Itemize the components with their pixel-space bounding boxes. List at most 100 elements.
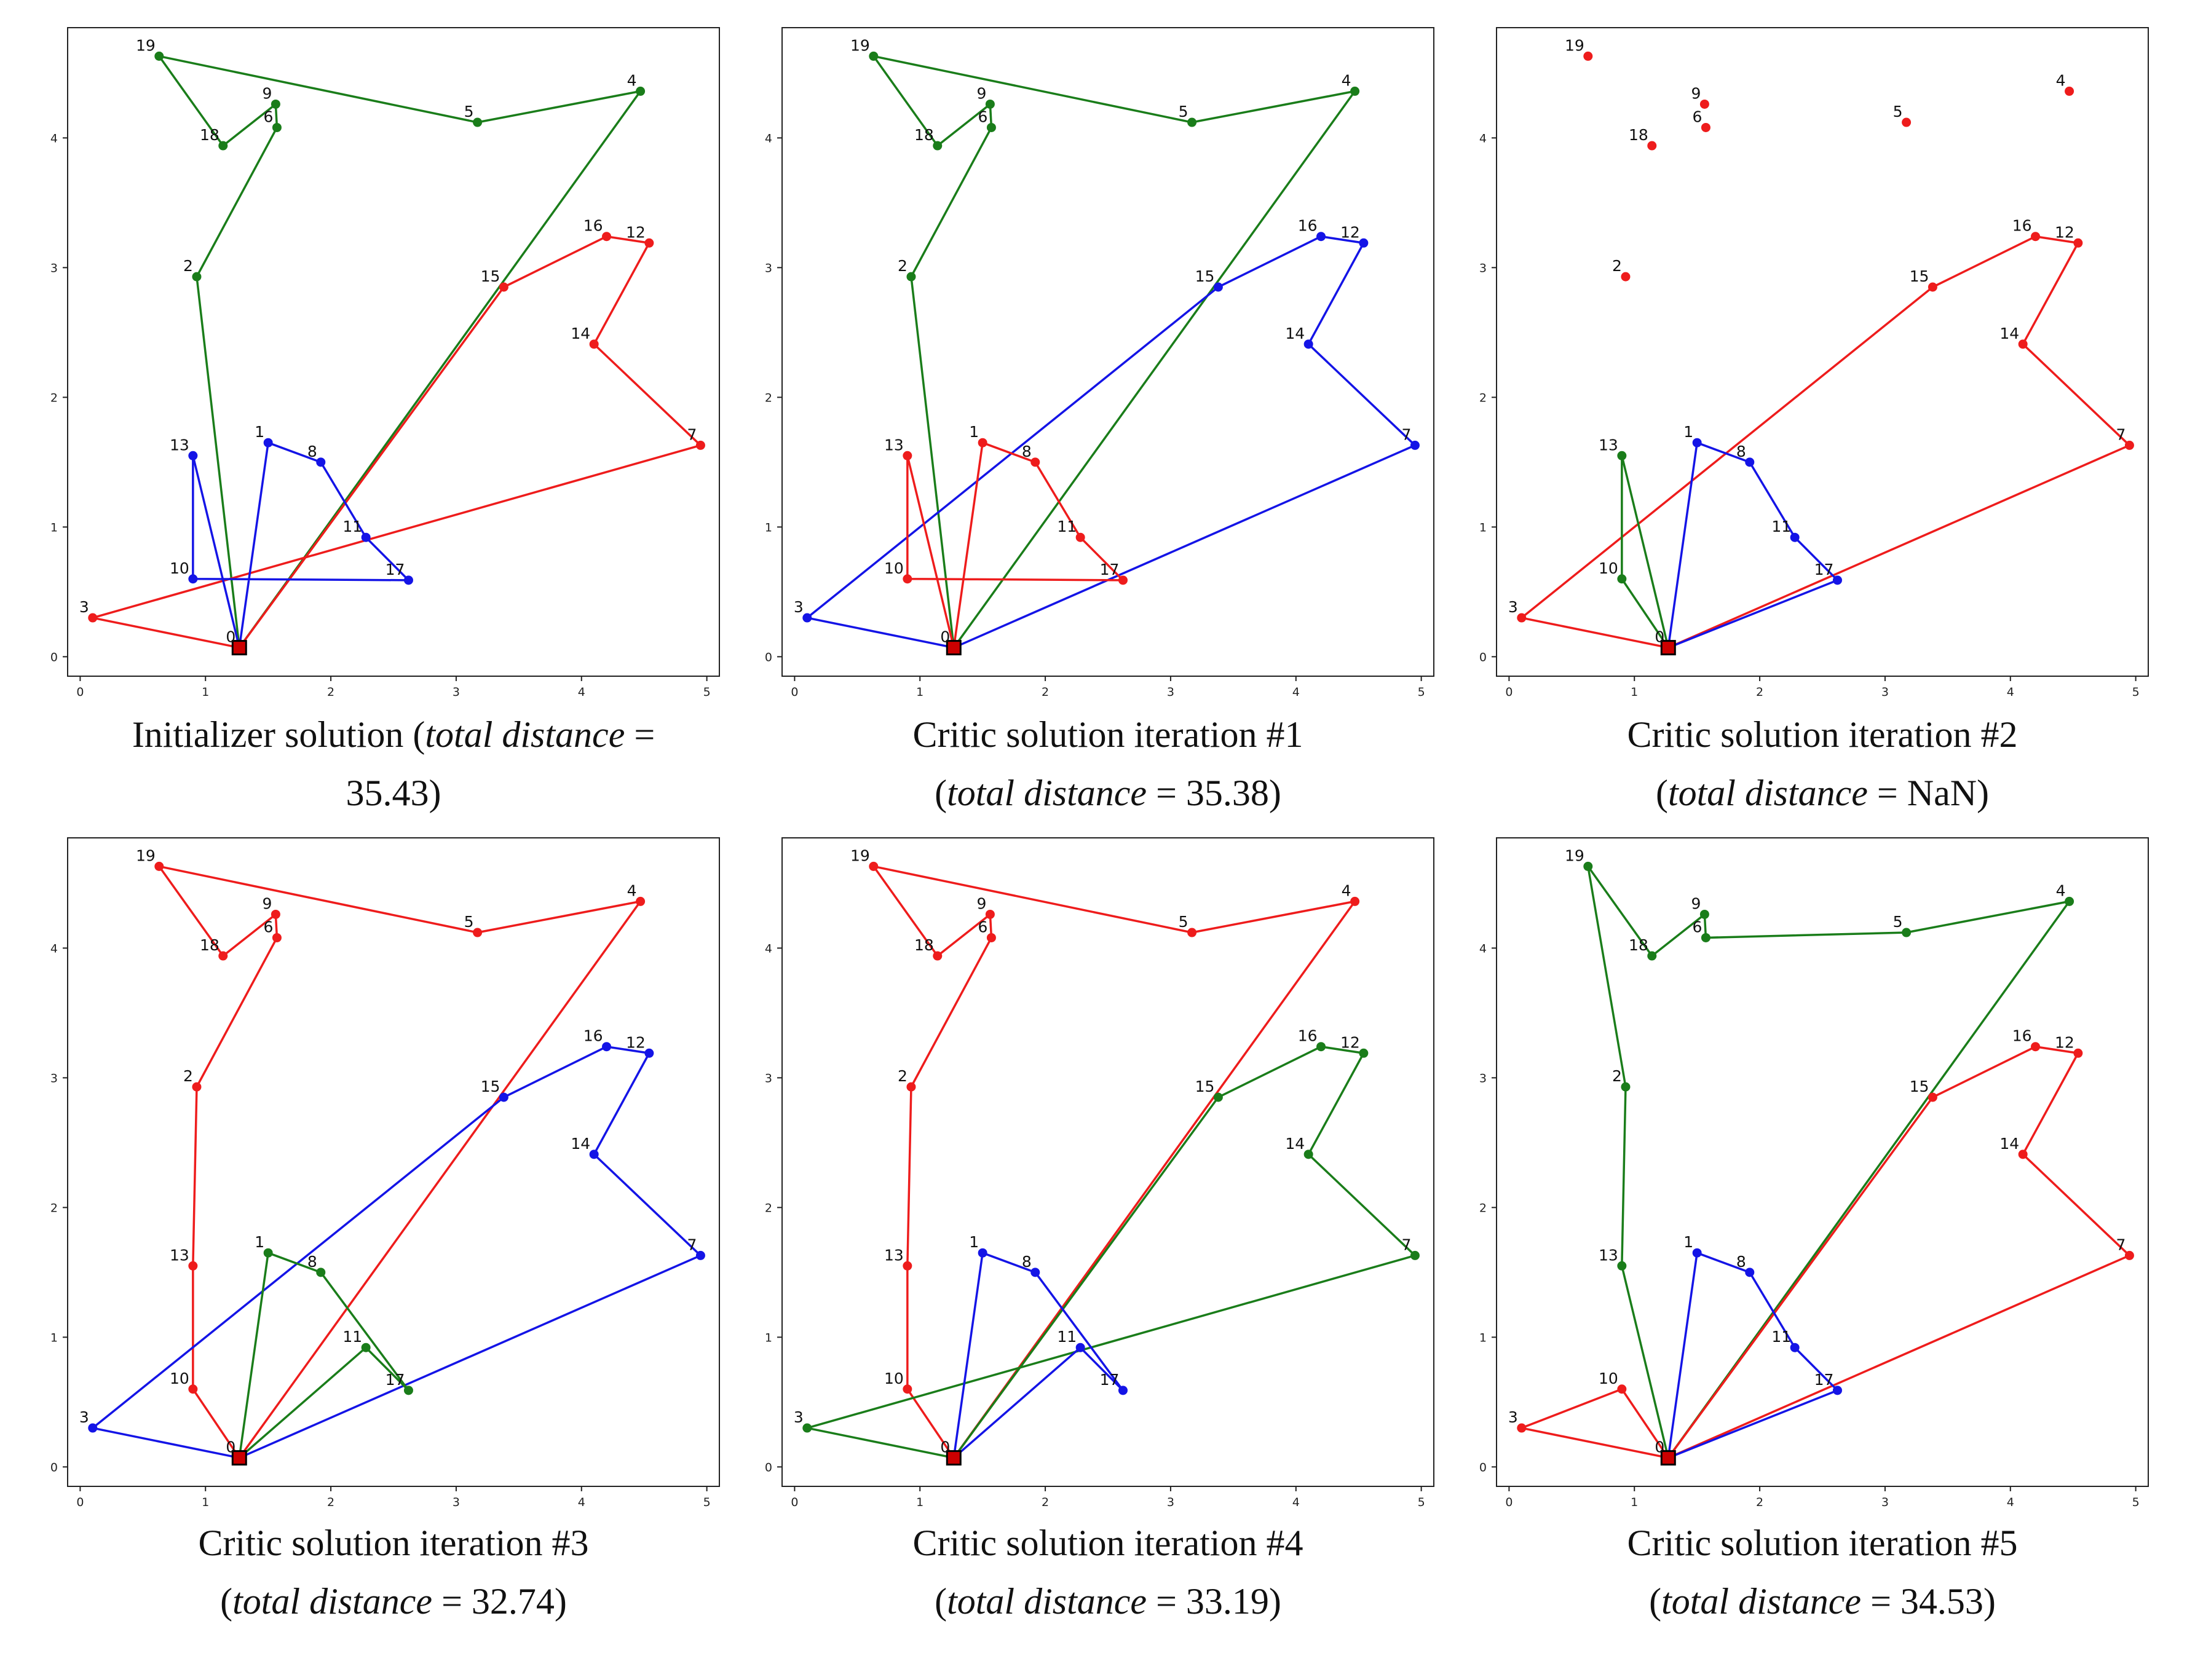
- x-tick-label: 1: [916, 1496, 923, 1509]
- x-tick-label: 0: [791, 1496, 798, 1509]
- route-blue: [192, 441, 410, 648]
- node-point: [1699, 909, 1709, 919]
- node-point: [1303, 339, 1313, 349]
- x-tick-label: 0: [1505, 1496, 1513, 1509]
- node-label: 18: [1629, 126, 1648, 144]
- node-label: 2: [183, 1067, 193, 1085]
- node-label: 19: [850, 846, 870, 864]
- route-green: [1587, 865, 2071, 1459]
- node-point: [1075, 1343, 1085, 1352]
- x-tick-label: 3: [453, 1496, 460, 1509]
- x-tick-label: 3: [453, 685, 460, 699]
- x-tick-label: 2: [1756, 1496, 1763, 1509]
- route-blue: [806, 235, 1417, 649]
- y-tick-label: 1: [765, 521, 772, 534]
- node-point: [1410, 440, 1420, 450]
- node-point: [2065, 896, 2074, 906]
- node-point: [1075, 532, 1085, 542]
- node-label: 12: [2055, 1033, 2074, 1051]
- plot-frame: [781, 27, 1434, 677]
- node-point: [188, 451, 198, 460]
- y-tick-label: 4: [1479, 942, 1487, 955]
- node-label: 7: [2116, 425, 2126, 443]
- x-tick-label: 4: [1292, 1496, 1300, 1509]
- node-point: [1617, 1384, 1627, 1394]
- node-point: [263, 438, 273, 448]
- node-point: [1303, 1150, 1313, 1159]
- node-label: 18: [200, 936, 219, 954]
- node-label: 16: [583, 217, 603, 235]
- node-point: [644, 1048, 654, 1058]
- y-tick-label: 2: [50, 1201, 58, 1215]
- node-point: [188, 1261, 198, 1271]
- x-tick-label: 1: [202, 1496, 209, 1509]
- node-point: [2124, 1250, 2134, 1260]
- node-label: 19: [1565, 846, 1584, 864]
- route-blue: [1667, 1252, 1839, 1459]
- node-label: 15: [481, 267, 500, 285]
- y-tick-label: 3: [765, 1071, 772, 1085]
- x-tick-label: 0: [1505, 685, 1513, 699]
- route-red: [158, 865, 642, 1459]
- y-tick-label: 0: [50, 1461, 58, 1474]
- node-point: [933, 141, 943, 151]
- node-point: [1928, 1092, 1937, 1102]
- node-point: [403, 1386, 413, 1395]
- node-point: [1902, 117, 1912, 127]
- plot-frame: [781, 837, 1434, 1487]
- node-point: [602, 1042, 612, 1052]
- node-label: 9: [976, 894, 986, 912]
- route-green: [872, 55, 1356, 649]
- node-point: [1410, 1250, 1420, 1260]
- depot-marker: [231, 1450, 247, 1466]
- node-point: [906, 272, 916, 282]
- node-label: 7: [687, 1236, 697, 1253]
- node-point: [1699, 99, 1709, 109]
- node-point: [2124, 440, 2134, 450]
- node-label: 7: [2116, 1236, 2126, 1253]
- y-tick-label: 2: [1479, 391, 1487, 404]
- node-label: 10: [1599, 1370, 1618, 1387]
- node-label: 9: [262, 84, 272, 102]
- x-tick-label: 5: [703, 1496, 711, 1509]
- caption-line-2: (total distance = 32.74): [220, 1581, 567, 1622]
- node-label: 14: [1999, 325, 2019, 342]
- node-point: [1583, 51, 1593, 61]
- node-label: 1: [1683, 1233, 1693, 1251]
- node-point: [903, 1384, 912, 1394]
- node-point: [1621, 272, 1631, 282]
- x-tick-label: 0: [76, 1496, 84, 1509]
- node-label: 4: [2056, 71, 2066, 89]
- caption-line-2: (total distance = 34.53): [1649, 1581, 1996, 1622]
- node-label: 13: [170, 1246, 189, 1264]
- node-point: [1316, 1042, 1326, 1052]
- y-tick-label: 1: [1479, 521, 1487, 534]
- node-label: 14: [1285, 325, 1305, 342]
- node-label: 11: [1771, 518, 1791, 535]
- node-label: 5: [1893, 913, 1903, 931]
- node-label: 11: [1771, 1328, 1791, 1346]
- node-label: 15: [1195, 267, 1215, 285]
- x-tick-label: 2: [327, 685, 334, 699]
- node-point: [1692, 1248, 1702, 1258]
- node-point: [1213, 282, 1223, 292]
- node-label: 10: [884, 1370, 904, 1387]
- x-tick-label: 5: [703, 685, 711, 699]
- node-label: 7: [687, 425, 697, 443]
- y-tick-label: 0: [765, 1461, 772, 1474]
- node-point: [1745, 457, 1755, 467]
- node-point: [978, 1248, 987, 1258]
- node-label: 2: [898, 257, 908, 275]
- node-label: 11: [1057, 518, 1077, 535]
- x-tick-label: 0: [791, 685, 798, 699]
- route-green: [158, 55, 642, 649]
- node-label: 19: [136, 36, 156, 54]
- node-label: 14: [571, 325, 590, 342]
- node-point: [1316, 232, 1326, 242]
- node-label: 15: [1910, 1078, 1929, 1095]
